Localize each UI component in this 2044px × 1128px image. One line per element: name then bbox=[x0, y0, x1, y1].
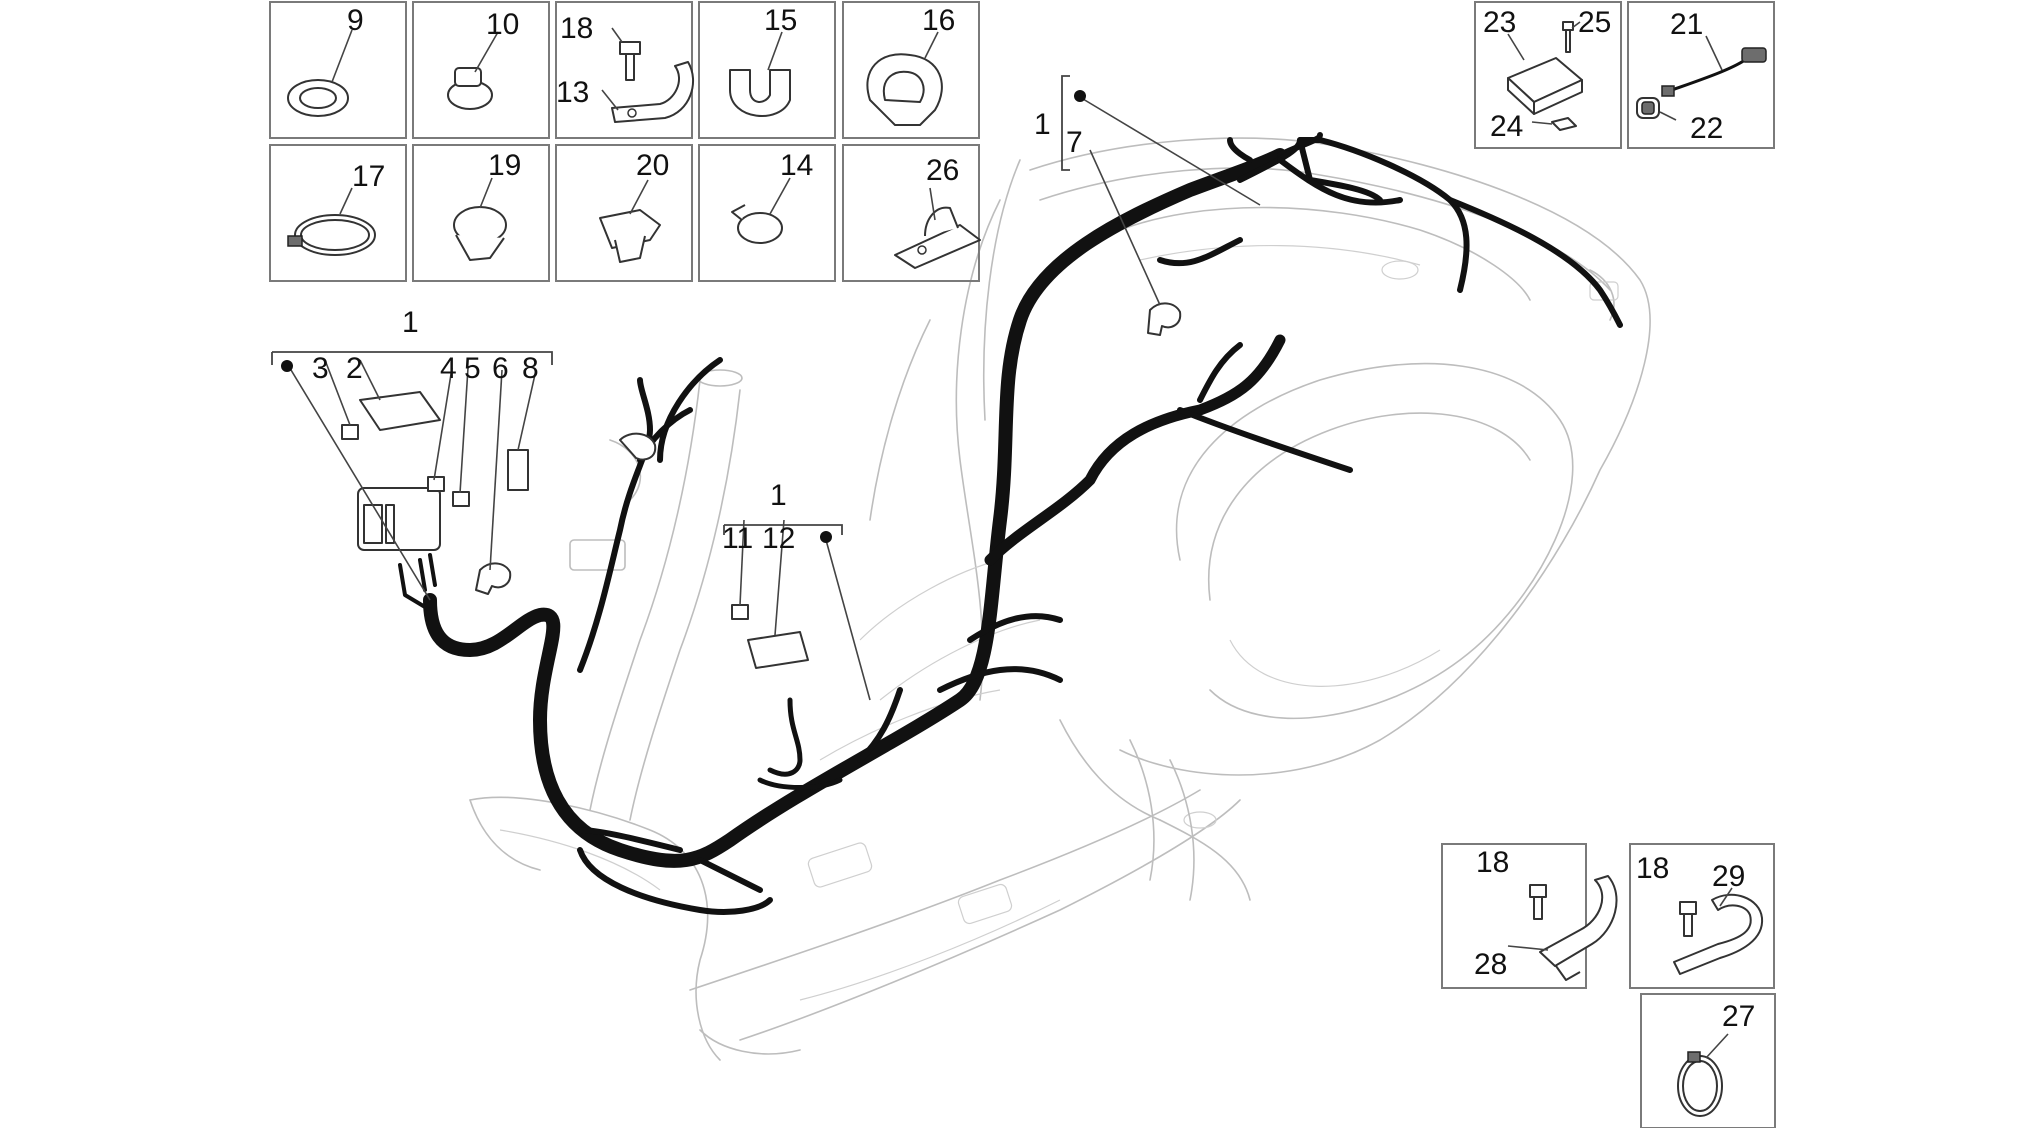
callout-1-left: 1 bbox=[402, 306, 419, 339]
callout-9: 9 bbox=[347, 4, 364, 37]
callout-16: 16 bbox=[922, 4, 955, 37]
main-wiring-harness bbox=[398, 132, 1623, 915]
callout-1-rear: 1 bbox=[1034, 108, 1051, 141]
callout-29: 29 bbox=[1712, 860, 1745, 893]
parts-grid-top-right bbox=[1474, 1, 1775, 149]
callout-20: 20 bbox=[636, 149, 669, 182]
callout-14: 14 bbox=[780, 149, 813, 182]
callout-15: 15 bbox=[764, 4, 797, 37]
callout-23: 23 bbox=[1483, 6, 1516, 39]
callout-27: 27 bbox=[1722, 1000, 1755, 1033]
callout-12: 12 bbox=[762, 522, 795, 555]
callout-6: 6 bbox=[492, 352, 509, 385]
callout-13: 13 bbox=[556, 76, 589, 109]
callout-1-center: 1 bbox=[770, 479, 787, 512]
callout-11: 11 bbox=[722, 522, 753, 555]
callout-18-c: 18 bbox=[1636, 852, 1669, 885]
callout-7: 7 bbox=[1066, 126, 1083, 159]
callout-28: 28 bbox=[1474, 948, 1507, 981]
callout-3: 3 bbox=[312, 352, 329, 385]
leader-lines bbox=[287, 95, 1261, 701]
parts-grid-bottom-right bbox=[1441, 843, 1776, 1128]
callout-22: 22 bbox=[1690, 112, 1723, 145]
callout-25: 25 bbox=[1578, 6, 1611, 39]
callout-10: 10 bbox=[486, 8, 519, 41]
callout-brackets bbox=[271, 75, 1086, 543]
callout-4: 4 bbox=[440, 352, 457, 385]
callout-18-b: 18 bbox=[1476, 846, 1509, 879]
scooter-body-outline bbox=[469, 137, 1651, 1061]
callout-8: 8 bbox=[522, 352, 539, 385]
callout-19: 19 bbox=[488, 149, 521, 182]
callout-5: 5 bbox=[464, 352, 481, 385]
callout-21: 21 bbox=[1670, 8, 1703, 41]
callout-17: 17 bbox=[352, 160, 385, 193]
callout-2: 2 bbox=[346, 352, 363, 385]
harness-parts bbox=[341, 302, 1182, 669]
callout-24: 24 bbox=[1490, 110, 1523, 143]
parts-grid-top bbox=[269, 1, 981, 282]
callout-18: 18 bbox=[560, 12, 593, 45]
callout-26: 26 bbox=[926, 154, 959, 187]
callout-numbers: 9 10 18 13 15 16 17 19 20 14 26 23 25 24… bbox=[312, 4, 1755, 1033]
